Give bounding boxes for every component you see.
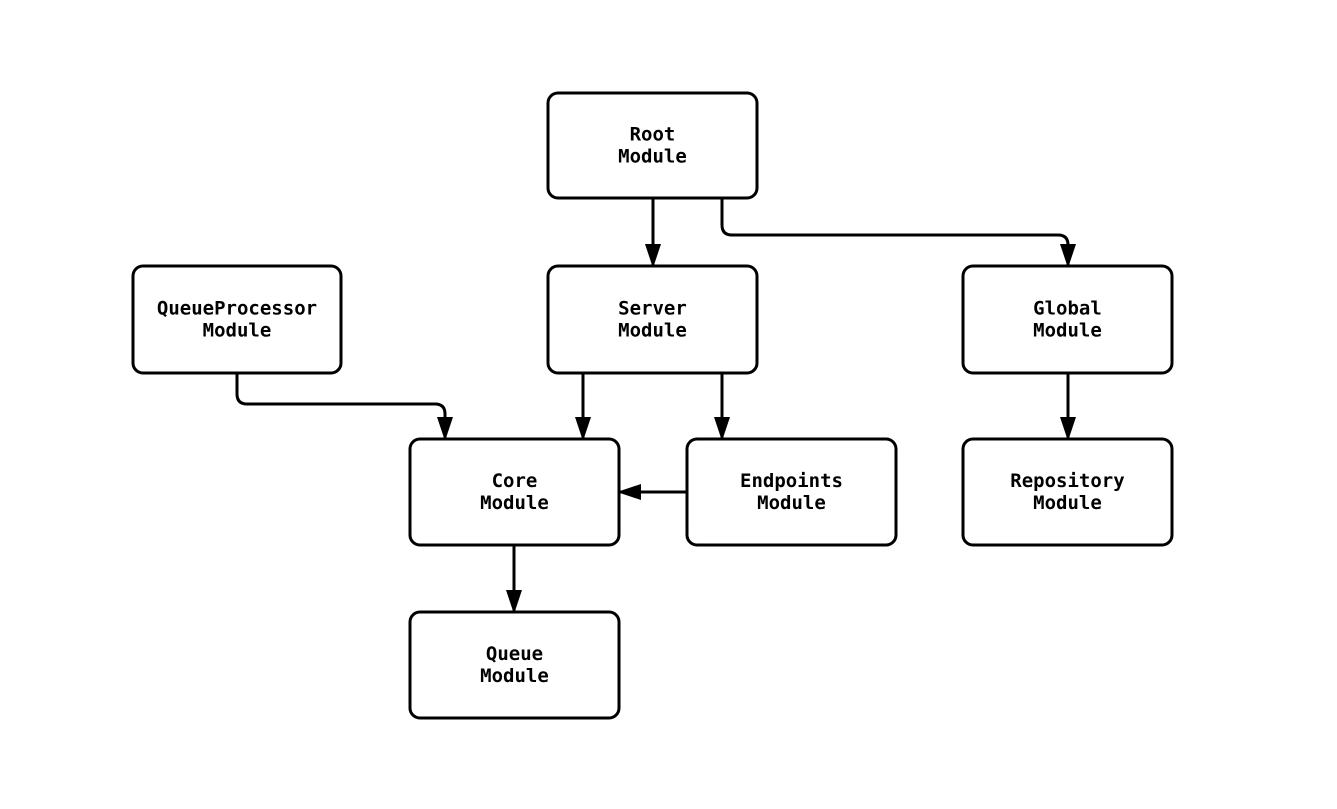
node-queueprocessor-label-line1: QueueProcessor [157,298,317,320]
node-endpoints-box [685,437,898,547]
node-global-label-line1: Global [1033,298,1102,320]
node-global-box [961,264,1174,375]
node-queue-box [408,610,621,720]
node-queue-label-line2: Module [480,665,549,687]
edge-root-to-global [720,198,1076,268]
node-repository-label-line2: Module [1033,492,1102,514]
node-core-box [408,437,621,547]
node-endpoints-label-line1: Endpoints [740,470,843,492]
node-repository-label-line1: Repository [1010,470,1124,492]
node-queue-label-line1: Queue [486,643,543,665]
node-core-label-line2: Module [480,492,549,514]
node-queueprocessor-box [131,264,343,375]
node-server-label-line1: Server [618,298,687,320]
edge-queueprocessor-to-core [235,373,453,441]
node-root-label-line2: Module [618,146,687,168]
node-root-box [546,91,759,200]
node-server-label-line2: Module [618,320,687,342]
node-queueprocessor-label-line2: Module [203,320,272,342]
node-root-label-line1: Root [630,124,676,146]
node-repository-box [961,437,1174,547]
node-server-box [546,264,759,375]
node-global-label-line2: Module [1033,320,1102,342]
node-core-label-line1: Core [492,470,538,492]
node-endpoints-label-line2: Module [757,492,826,514]
